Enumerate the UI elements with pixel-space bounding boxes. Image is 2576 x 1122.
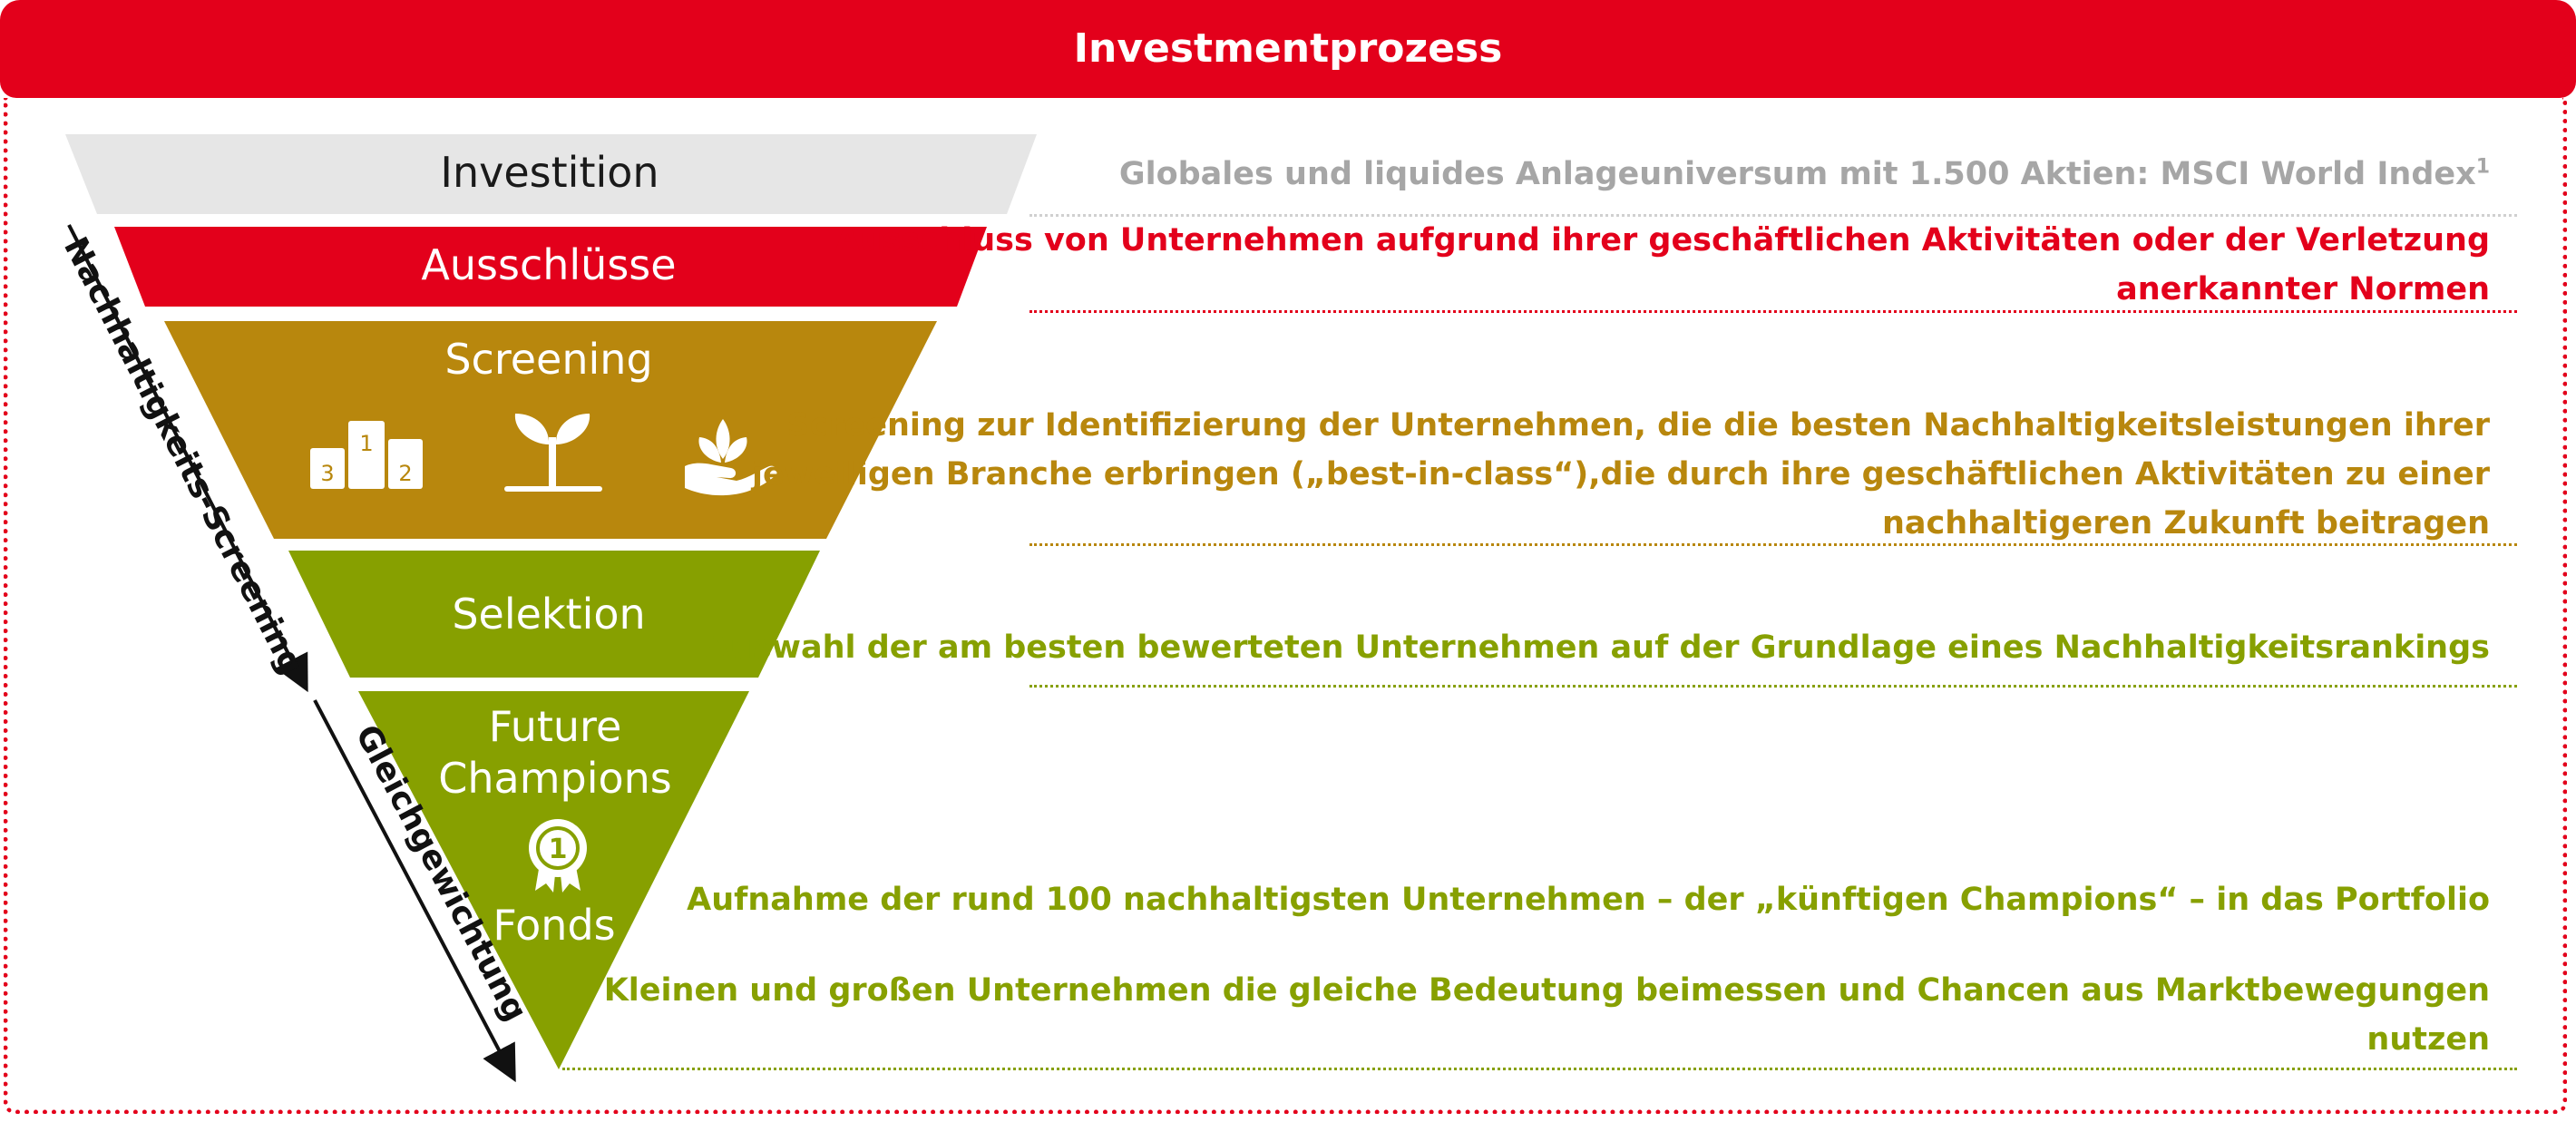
description-screening-line3: nachhaltigeren Zukunft beitragen <box>1881 505 2490 541</box>
level-future-label-line2: Champions <box>438 754 672 803</box>
description-ausschluesse-line1: Ausschluss von Unternehmen aufgrund ihre… <box>834 222 2490 259</box>
level-screening-label: Screening <box>444 335 652 384</box>
level-future-label-line1: Future <box>489 702 622 751</box>
level-ausschluesse-band <box>114 227 987 307</box>
description-investition: Globales und liquides Anlageuniversum mi… <box>1118 155 2490 192</box>
sprout-icon <box>504 414 602 492</box>
weighting-arrow <box>313 699 516 1083</box>
medal-number: 1 <box>549 834 568 865</box>
level-selektion-band <box>288 551 820 678</box>
medal-icon: 1 <box>529 819 587 893</box>
level-ausschluesse-label: Ausschlüsse <box>421 240 676 289</box>
description-ausschluesse: Ausschluss von Unternehmen aufgrund ihre… <box>835 216 2490 314</box>
description-fonds-portfolio: Aufnahme der rund 100 nachhaltigsten Unt… <box>687 882 2490 918</box>
separator-investition <box>1029 214 2517 217</box>
description-screening-line1: Screening zur Identifizierung der Untern… <box>786 407 2490 444</box>
dotted-frame <box>4 98 2567 1114</box>
level-fonds-label: Fonds <box>493 901 615 950</box>
separator-ausschluesse <box>1029 310 2517 313</box>
description-ausschluesse-line2: anerkannter Normen <box>2116 271 2490 307</box>
level-investition-label: Investition <box>440 148 659 197</box>
podium-first-number: 1 <box>359 431 373 456</box>
screening-arrow <box>67 224 308 693</box>
description-fonds-weighting-line1: Kleinen und großen Unternehmen die gleic… <box>603 972 2490 1009</box>
separator-selektion <box>1029 685 2517 688</box>
header-title: Investmentprozess <box>1073 25 1503 72</box>
description-selektion: Auswahl der am besten bewerteten Unterne… <box>705 629 2490 666</box>
podium-second-number: 2 <box>398 461 412 486</box>
level-selektion-label: Selektion <box>452 590 645 639</box>
description-screening: Screening zur Identifizierung der Untern… <box>752 401 2490 548</box>
description-fonds-weighting: Kleinen und großen Unternehmen die gleic… <box>604 966 2490 1064</box>
footnote-marker: 1 <box>2475 155 2490 179</box>
description-screening-line2: jeweiligen Branche erbringen („best-in-c… <box>752 456 2490 493</box>
description-fonds-weighting-line2: nutzen <box>2366 1021 2490 1058</box>
level-investition-band <box>65 134 1037 214</box>
hand-plant-icon <box>685 419 777 496</box>
podium-icon: 3 1 2 <box>310 421 423 489</box>
podium-third-number: 3 <box>320 461 334 486</box>
header-bar: Investmentprozess <box>0 0 2576 98</box>
separator-screening <box>1029 543 2517 546</box>
separator-fonds <box>562 1068 2517 1070</box>
